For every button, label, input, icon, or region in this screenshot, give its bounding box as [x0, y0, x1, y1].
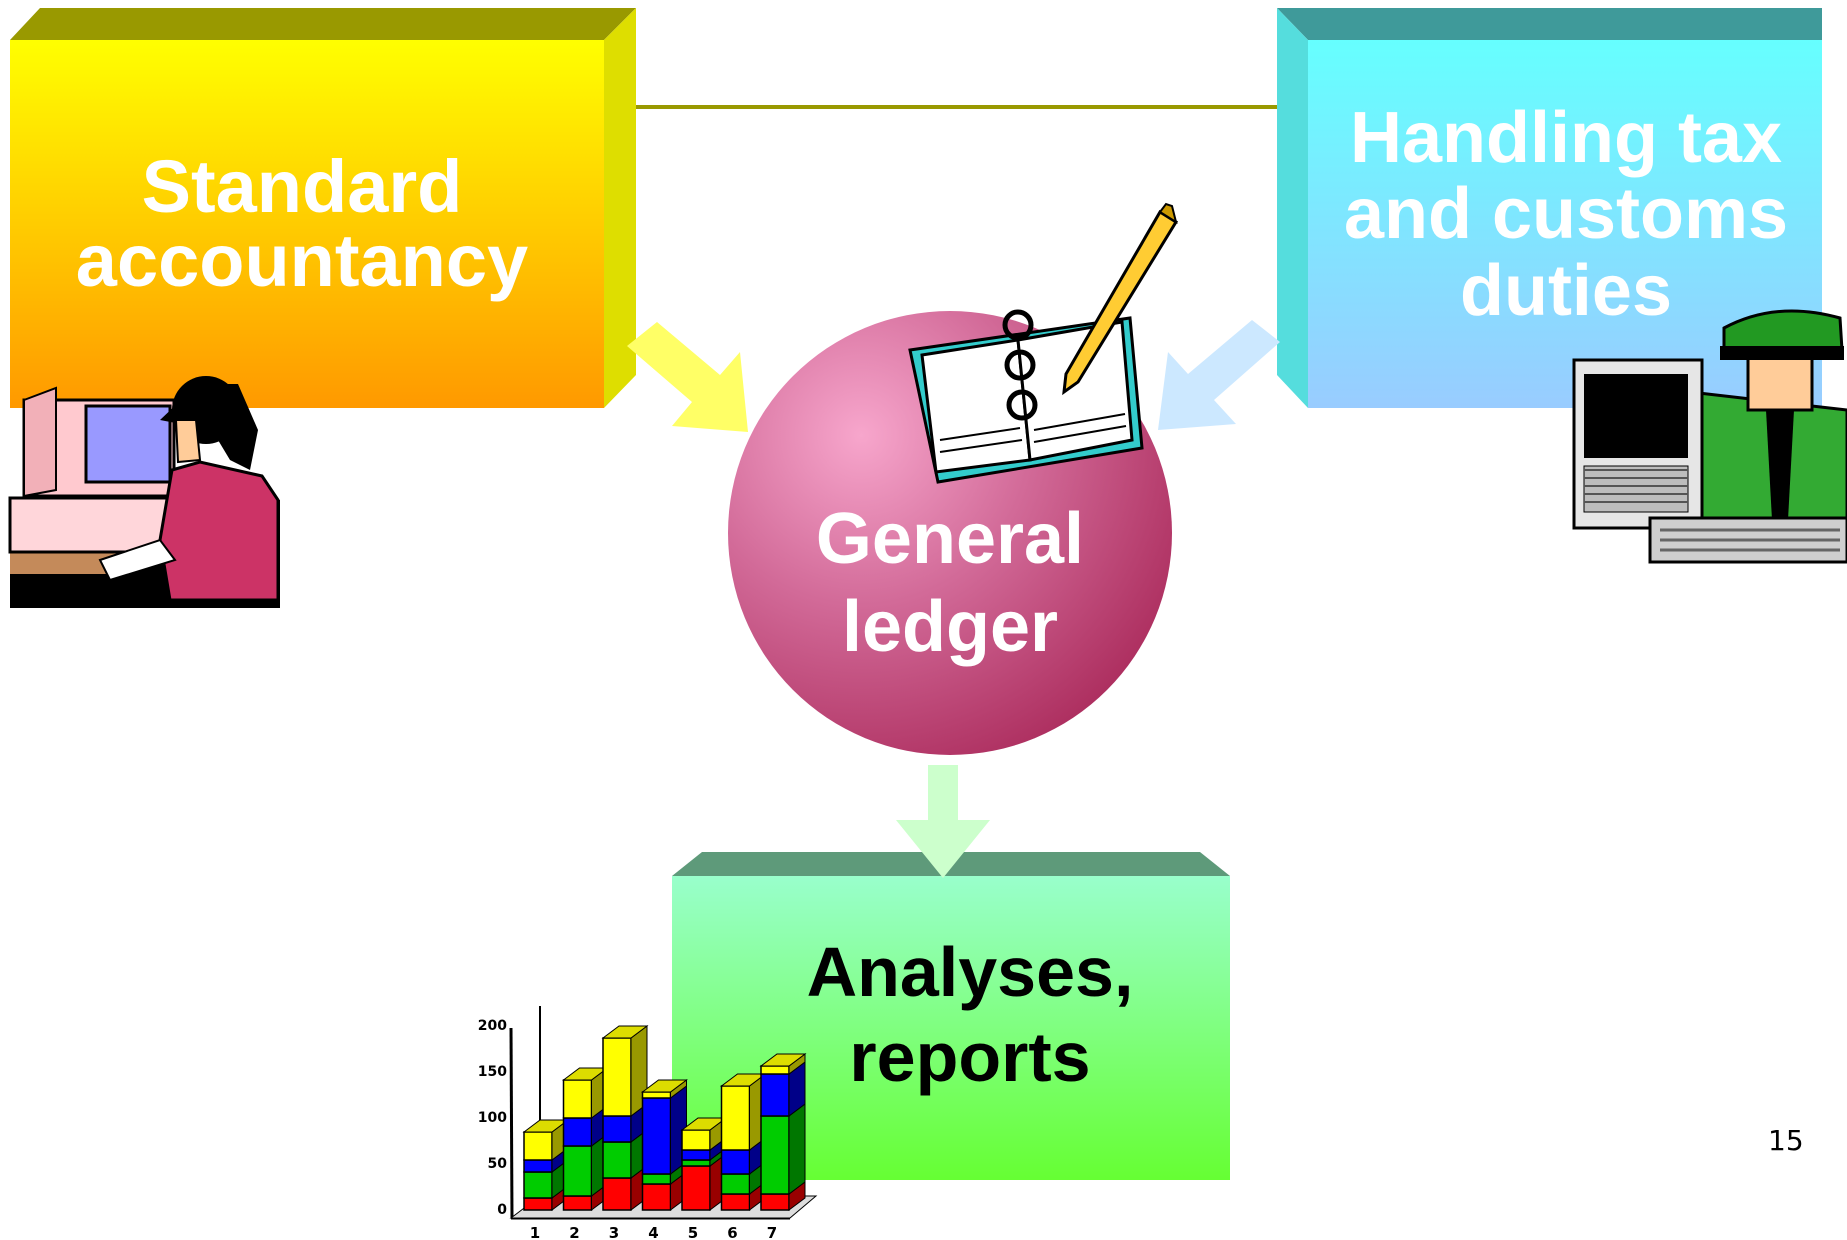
chart-icon-y-axis: [509, 1027, 514, 1219]
chart-icon-bar-segment: [523, 1159, 553, 1173]
general-ledger-label: General ledger: [815, 499, 1085, 667]
chart-icon-bar-segment: [641, 1183, 672, 1211]
chart-icon-bar-segment: [720, 1173, 751, 1195]
tax-customs-label: Handling tax and customs duties: [1343, 98, 1789, 331]
chart-icon-bar-top: [641, 1079, 688, 1093]
chart-icon-y-tick-label: 200: [478, 1018, 507, 1034]
chart-icon-bar-segment: [641, 1091, 672, 1099]
chart-icon-bar-segment: [681, 1149, 711, 1161]
chart-icon-bar-segment: [562, 1079, 593, 1119]
chart-icon-bar-segment: [602, 1037, 632, 1117]
chart-icon-x-tick-label: 6: [727, 1224, 737, 1240]
chart-icon-bar-segment: [602, 1177, 632, 1211]
arrow-tax-to-ledger: [1158, 320, 1280, 430]
chart-icon-x-tick-label: 5: [688, 1224, 698, 1240]
arrow-standard-to-ledger: [627, 322, 748, 432]
chart-icon-bar-segment: [523, 1131, 553, 1161]
chart-icon-bar-segment: [562, 1195, 593, 1211]
chart-icon-bar-segment: [720, 1085, 751, 1151]
chart-icon-bar-segment: [720, 1193, 751, 1211]
chart-icon-bar-segment: [602, 1115, 632, 1143]
chart-icon-y-tick-label: 0: [497, 1202, 507, 1218]
customs-officer-icon: [1572, 309, 1847, 564]
chart-icon-bar-segment: [523, 1197, 553, 1211]
chart-icon-y-tick-label: 50: [488, 1156, 508, 1172]
chart-icon-x-tick-label: 3: [609, 1224, 619, 1240]
chart-icon-bar-segment: [760, 1193, 790, 1211]
chart-icon-bar-segment: [602, 1141, 632, 1179]
chart-icon-bar-side: [788, 1103, 806, 1195]
notebook-pen-icon: [908, 202, 1179, 484]
chart-icon-x-tick-label: 7: [767, 1224, 777, 1240]
analyses-reports-label: Analyses, reports: [806, 933, 1134, 1097]
chart-icon-bar-segment: [562, 1117, 593, 1147]
chart-icon-bar-top: [601, 1025, 649, 1039]
arrow-ledger-to-analyses: [896, 765, 990, 878]
chart-icon-x-tick-label: 4: [648, 1224, 658, 1240]
chart-icon-bar-segment: [681, 1129, 711, 1151]
chart-icon-bar-top: [759, 1053, 807, 1067]
chart-icon-bar-segment: [760, 1073, 790, 1117]
chart-icon-bar-segment: [523, 1171, 553, 1199]
chart-icon-bar-segment: [720, 1149, 751, 1175]
standard-accountancy-label: Standard accountancy: [75, 145, 529, 302]
chart-icon-bar-segment: [760, 1115, 790, 1195]
chart-icon-bar-segment: [562, 1145, 593, 1197]
chart-icon-bar-segment: [681, 1159, 711, 1167]
chart-icon-bar-segment: [641, 1173, 672, 1185]
standard-accountancy-box: [10, 8, 636, 408]
chart-icon-x-tick-label: 2: [569, 1224, 579, 1240]
chart-icon-x-tick-label: 1: [530, 1224, 540, 1240]
chart-icon-bar-segment: [681, 1165, 711, 1211]
chart-icon-bar-segment: [641, 1097, 672, 1175]
chart-icon-y-tick-label: 150: [478, 1064, 507, 1080]
accountant-at-computer-icon: [8, 376, 280, 608]
stacked-bar-chart-icon: 0 50 100 150 200 1 2 3 4 5 6 7: [478, 1006, 818, 1240]
page-number: 15: [1768, 1124, 1804, 1157]
chart-icon-y-tick-label: 100: [478, 1110, 507, 1126]
